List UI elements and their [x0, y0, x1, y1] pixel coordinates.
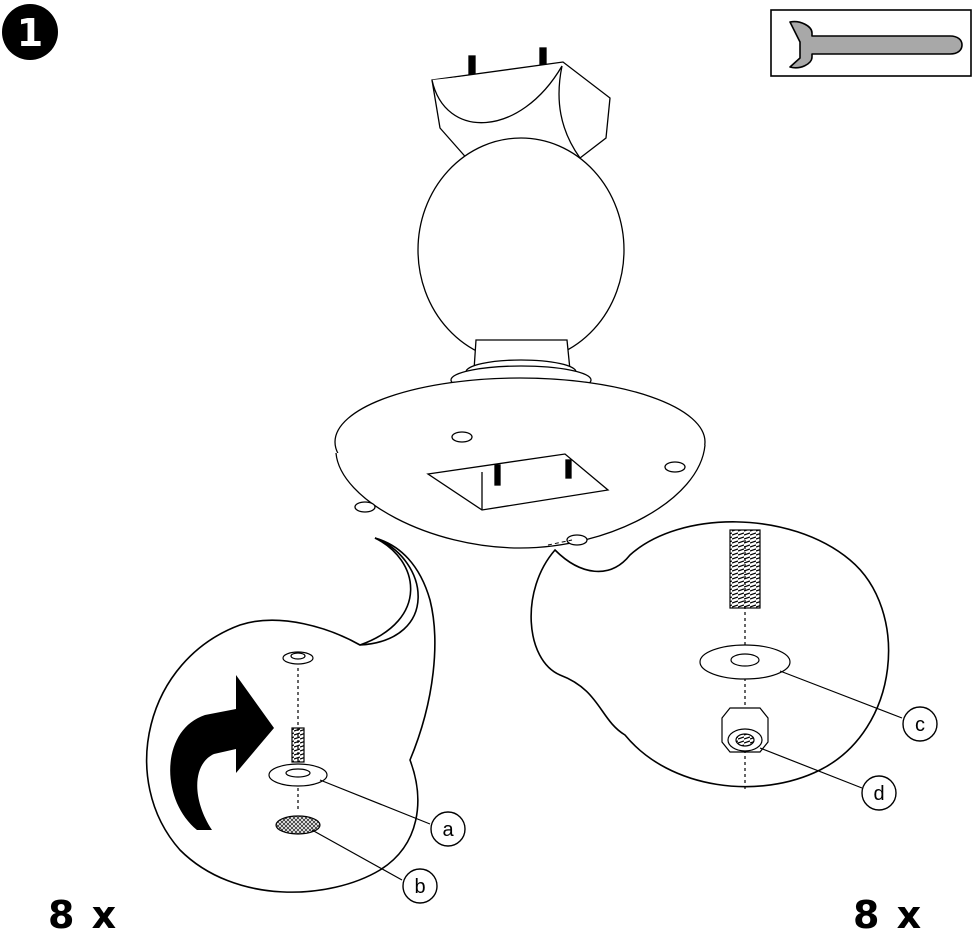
quantity-left: 8 x	[48, 893, 119, 937]
step-number: 1	[17, 11, 43, 55]
detail-callout-left	[146, 537, 436, 893]
callout-d-label: d	[873, 783, 884, 805]
rotate-arrow-icon	[170, 675, 274, 830]
lamp-base-illustration	[334, 47, 706, 549]
callout-b: b	[402, 868, 438, 904]
callout-a-label: a	[442, 819, 454, 841]
wrench-icon	[789, 20, 963, 69]
callout-d: d	[861, 775, 897, 811]
callout-a: a	[430, 811, 466, 847]
right-detail-parts	[699, 529, 791, 790]
callout-b-label: b	[414, 876, 425, 898]
step-badge: 1	[2, 4, 58, 60]
left-detail-parts	[268, 651, 328, 835]
callout-c-label: c	[915, 714, 925, 736]
quantity-right: 8 x	[853, 893, 924, 937]
callout-c: c	[902, 706, 938, 742]
tool-box	[770, 9, 972, 77]
